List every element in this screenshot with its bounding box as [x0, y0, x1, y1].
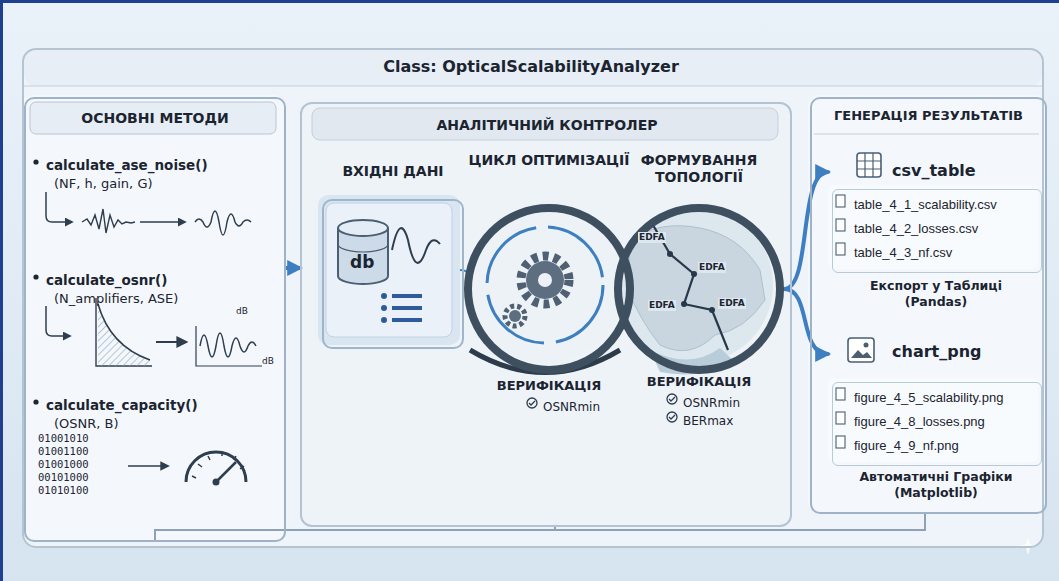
results-panel: ГЕНЕРАЦІЯ РЕЗУЛЬТАТІВ csv_tableЕкспорт у …	[810, 97, 1047, 514]
binary-row: 00101000	[38, 471, 89, 484]
output-caption: Автоматичні Графіки (Matplotlib)	[836, 469, 1036, 502]
input-data-box: ВХІДНІ ДАНІ	[322, 199, 464, 349]
file-name: table_4_3_nf.csv	[854, 245, 1038, 261]
amplifier-label: EDFA	[648, 300, 676, 311]
file-list: figure_4_5_scalability.png figure_4_8_los…	[832, 382, 1042, 466]
amplifier-label: EDFA	[698, 262, 726, 273]
verification-title: ВЕРИФІКАЦІЯ	[459, 378, 639, 394]
criterion: OSNRmin	[683, 396, 773, 411]
class-title: Class: OpticalScalabilityAnalyzer	[22, 57, 1040, 77]
flow-arrow	[286, 266, 300, 270]
file-list: table_4_1_scalability.csv table_4_2_losse…	[832, 189, 1042, 273]
method-args: (OSNR, B)	[54, 416, 274, 432]
method-name: calculate_osnr()	[46, 272, 282, 289]
method-item: calculate_osnr() (N_amplifiers, ASE)	[32, 269, 284, 384]
binary-row: 01001100	[38, 445, 89, 458]
database-label: db	[350, 252, 374, 272]
method-name: calculate_capacity()	[46, 397, 282, 414]
method-args: (NF, h, gain, G)	[54, 176, 274, 192]
output-caption: Експорт у Таблиці (Pandas)	[846, 278, 1026, 311]
axis-unit: dB	[262, 356, 274, 367]
binary-row: 01001000	[38, 458, 89, 471]
criterion: OSNRmin	[543, 400, 623, 415]
optimization-circle: ЦИКЛ ОПТИМІЗАЦІЇВЕРИФІКАЦІЯOSNRmin	[464, 204, 634, 374]
file-name: figure_4_5_scalability.png	[854, 390, 1038, 406]
binary-row: 01010100	[38, 484, 89, 497]
panel-heading: ГЕНЕРАЦІЯ РЕЗУЛЬТАТІВ	[814, 108, 1043, 124]
stage-heading: ВХІДНІ ДАНІ	[310, 163, 476, 181]
amplifier-label: EDFA	[718, 298, 746, 309]
output-type: chart_png	[892, 342, 1032, 362]
binary-row: 01001010	[38, 432, 89, 445]
stage-heading: ФОРМУВАННЯ ТОПОЛОГІЇ	[604, 152, 794, 186]
method-item: calculate_ase_noise() (NF, h, gain, G)	[32, 154, 284, 254]
file-name: table_4_2_losses.csv	[854, 221, 1038, 237]
file-name: figure_4_8_losses.png	[854, 414, 1038, 430]
output-type: csv_table	[892, 161, 1032, 181]
file-name: figure_4_9_nf.png	[854, 438, 1038, 454]
stage-heading: ЦИКЛ ОПТИМІЗАЦІЇ	[459, 152, 639, 169]
class-frame: Class: OpticalScalabilityAnalyzerОСНОВНІ…	[22, 48, 1044, 548]
criterion: BERmax	[683, 414, 773, 429]
verification-title: ВЕРИФІКАЦІЯ	[604, 374, 794, 390]
csv-output-group: csv_tableЕкспорт у Таблиці (Pandas) table…	[828, 152, 1044, 317]
file-name: table_4_1_scalability.csv	[854, 197, 1038, 213]
panel-heading: АНАЛІТИЧНИЙ КОНТРОЛЕР	[314, 117, 780, 135]
amplifier-label: EDFA	[638, 232, 666, 243]
controller-panel: АНАЛІТИЧНИЙ КОНТРОЛЕРВХІДНІ ДАНІЦИКЛ ОПТ…	[300, 102, 792, 527]
method-args: (N_amplifiers, ASE)	[54, 291, 274, 307]
panel-heading: ОСНОВНІ МЕТОДИ	[32, 110, 278, 128]
topology-circle: ФОРМУВАННЯ ТОПОЛОГІЇВЕРИФІКАЦІЯOSNRminBE…	[614, 204, 784, 374]
method-name: calculate_ase_noise()	[46, 157, 282, 174]
axis-unit: dB	[236, 306, 248, 317]
chart-output-group: chart_pngАвтоматичні Графіки (Matplotlib…	[828, 334, 1044, 509]
